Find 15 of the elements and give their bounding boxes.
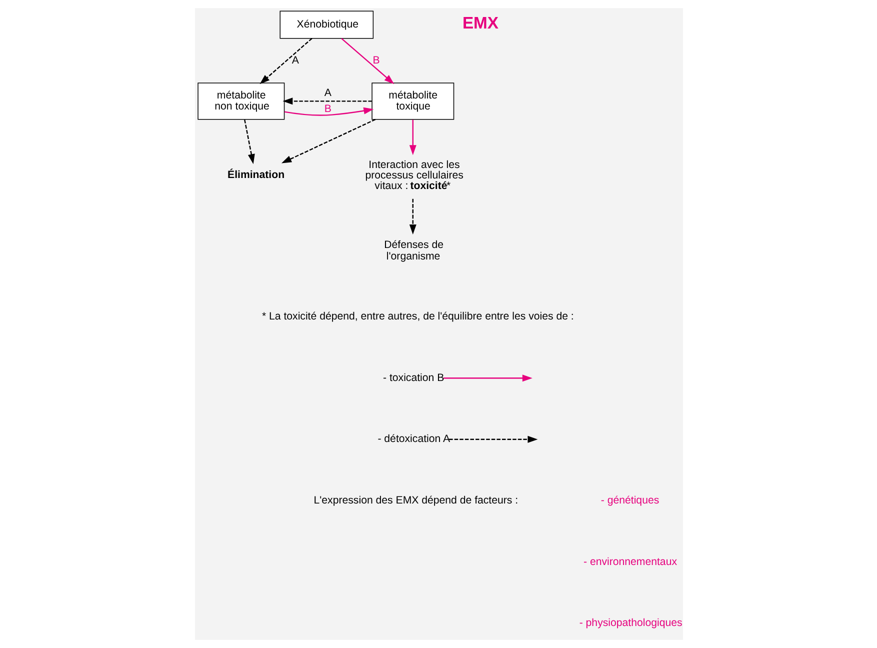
legend-label: - détoxication A [377,433,450,446]
label: L'expression des EMX dépend de facteurs : [313,494,518,506]
node-text: Défenses de l'organisme [384,239,444,262]
label: - physiopathologiques [578,617,682,630]
edge-label: B [372,54,380,67]
label: - génétiques [600,494,659,506]
label: EMX [462,13,498,32]
label: - environnementaux [583,556,677,568]
node-text: Interaction avec les processus cellulaires vitaux : toxicité* [364,158,463,192]
edge-label: A [291,54,298,67]
label: * La toxicité dépend, entre autres, de l'équilibre entre les voies de : [261,310,574,323]
node-text: Élimination [227,169,284,182]
legend-label: - toxication B [382,372,444,384]
edge-label: A [324,87,331,100]
edge-label: B [324,102,331,115]
